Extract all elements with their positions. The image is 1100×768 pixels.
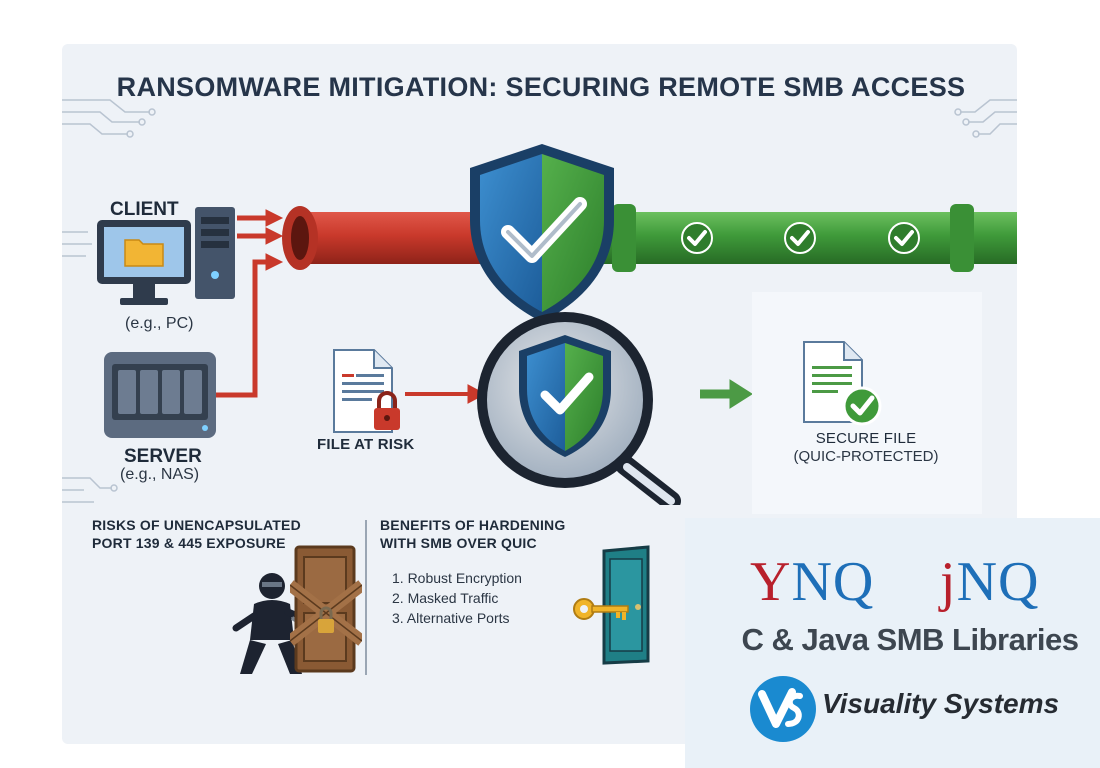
ynq-logo: YNQ: [750, 552, 874, 612]
risks-heading-line1: RISKS OF UNENCAPSULATED: [92, 517, 301, 533]
jnq-logo-first: j: [940, 551, 957, 613]
list-item: 3. Alternative Ports: [392, 610, 510, 626]
client-example: (e.g., PC): [125, 315, 194, 332]
visuality-logo-icon: [750, 676, 816, 742]
risks-heading-line2: PORT 139 & 445 EXPOSURE: [92, 535, 286, 551]
client-label: CLIENT: [110, 199, 179, 220]
circuit-decoration-top-left: [62, 99, 156, 138]
file-lock-icon: [333, 349, 400, 433]
list-item: 1. Robust Encryption: [392, 570, 522, 586]
file-at-risk-label: FILE AT RISK: [317, 436, 415, 453]
server-example: (e.g., NAS): [120, 466, 200, 483]
shield-check-icon: [470, 144, 614, 322]
tower-pc-icon: [195, 207, 235, 299]
page-title: RANSOMWARE MITIGATION: SECURING REMOTE S…: [116, 72, 966, 102]
risk-arrow: [405, 384, 487, 404]
benefits-heading-line2: WITH SMB OVER QUIC: [380, 535, 537, 551]
key-icon: [573, 598, 629, 620]
secured-pipe: [560, 204, 1017, 272]
monitor-icon: [97, 220, 191, 305]
boarded-door-icon: [290, 545, 362, 673]
benefits-heading-line1: BENEFITS OF HARDENING: [380, 517, 566, 533]
secure-file-label: SECURE FILE: [815, 430, 917, 447]
check-circle-icon: [784, 222, 816, 254]
secure-file-note: (QUIC-PROTECTED): [793, 448, 939, 465]
secure-arrow: [700, 379, 753, 409]
circuit-decoration-top-right: [954, 99, 1017, 138]
list-item: 2. Masked Traffic: [392, 590, 499, 606]
jnq-logo: jNQ: [940, 552, 1039, 612]
nas-icon: [104, 352, 216, 438]
check-circle-icon: [888, 222, 920, 254]
magnifier-icon: [477, 312, 681, 505]
unsecured-pipe: [282, 206, 500, 270]
jnq-logo-rest: NQ: [956, 551, 1040, 613]
ynq-logo-rest: NQ: [791, 551, 875, 613]
ynq-logo-first: Y: [750, 551, 792, 613]
file-check-icon: [803, 341, 882, 426]
company-name: Visuality Systems: [822, 688, 1060, 719]
circuit-decoration-left: [62, 231, 118, 503]
branding-background: [685, 518, 1100, 768]
check-circle-icon: [681, 222, 713, 254]
door-icon: [602, 545, 650, 665]
inbound-arrows: [215, 209, 284, 398]
benefits-list: 1. Robust Encryption 2. Masked Traffic 3…: [392, 568, 522, 628]
libraries-tagline: C & Java SMB Libraries: [741, 622, 1079, 657]
server-label: SERVER: [124, 446, 202, 467]
